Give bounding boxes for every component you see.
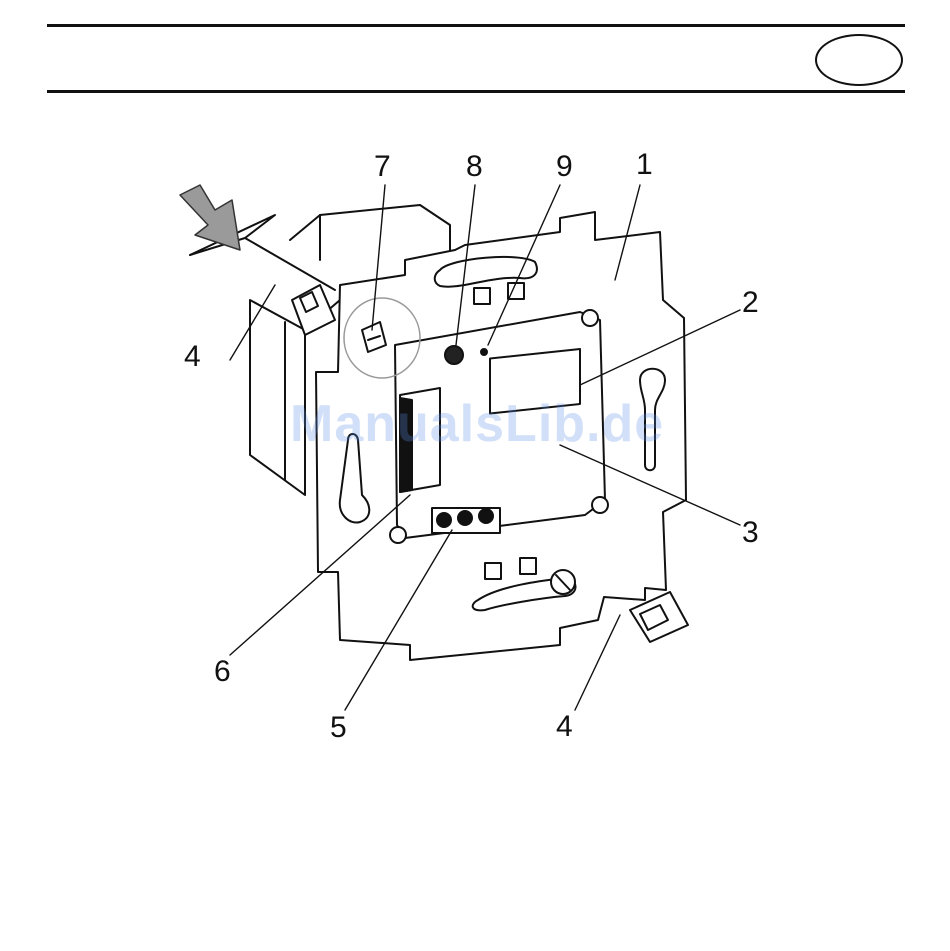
push-arrow-icon xyxy=(180,185,240,250)
watermark: ManualsLib.de xyxy=(290,394,664,454)
status-led xyxy=(481,349,487,355)
callout-6: 6 xyxy=(214,657,231,687)
callout-8: 8 xyxy=(466,152,483,182)
callout-5: 5 xyxy=(330,713,347,743)
callout-4-top: 4 xyxy=(184,342,201,372)
callout-4-bottom: 4 xyxy=(556,712,573,742)
callout-9: 9 xyxy=(556,152,573,182)
push-button xyxy=(445,346,463,364)
callout-7: 7 xyxy=(374,152,391,182)
callout-1: 1 xyxy=(636,150,653,180)
callout-2: 2 xyxy=(742,288,759,318)
callout-3: 3 xyxy=(742,518,759,548)
